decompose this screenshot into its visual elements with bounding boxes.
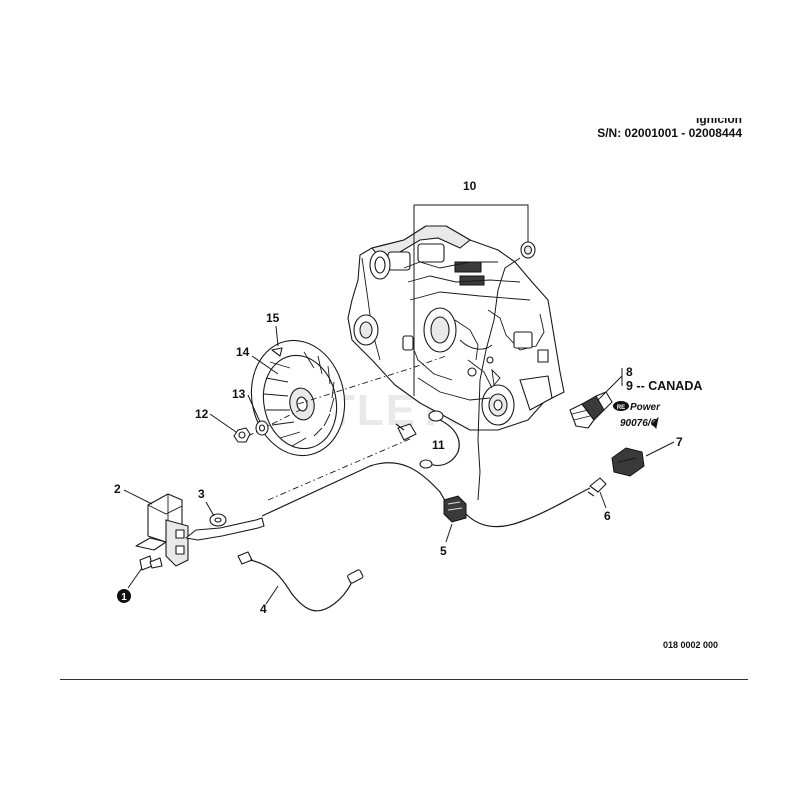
spark-plug-boot <box>611 447 645 477</box>
callout-1: 1 <box>121 592 127 603</box>
ground-wire <box>185 513 265 541</box>
callout-14: 14 <box>236 345 250 359</box>
short-circuit-wire <box>395 410 460 469</box>
page-title: Ignición <box>696 112 742 126</box>
brand-part-number: 90076/C <box>620 418 659 429</box>
brand-prefix: RE <box>617 405 625 411</box>
callout-1-marker <box>117 589 131 603</box>
callout-7: 7 <box>676 435 683 449</box>
callout-13: 13 <box>232 387 246 401</box>
serial-number-range: S/N: 02001001 - 02008444 <box>597 126 742 140</box>
callout-10: 10 <box>463 179 477 193</box>
stop-switch <box>443 495 467 523</box>
callout-4: 4 <box>260 602 267 616</box>
switch-wire <box>261 462 449 517</box>
callout-10-leader <box>414 204 529 243</box>
spring-clip <box>587 477 607 497</box>
ignition-wire <box>237 551 364 612</box>
screw <box>139 555 163 571</box>
callout-15: 15 <box>266 311 280 325</box>
callout-5: 5 <box>440 544 447 558</box>
flywheel <box>250 339 346 457</box>
footer-divider <box>60 679 748 680</box>
spark-plug <box>569 391 613 429</box>
callout-3: 3 <box>198 487 205 501</box>
repower-brand-logo: RE Power <box>613 401 661 413</box>
washer <box>255 420 269 436</box>
callout-8: 8 <box>626 365 633 379</box>
woodruff-key <box>271 347 283 357</box>
crankcase-assembly <box>347 225 565 431</box>
nut <box>233 427 251 443</box>
stop-wire <box>465 487 591 528</box>
callout-11: 11 <box>432 438 445 452</box>
brand-name: Power <box>630 402 661 413</box>
callout-2: 2 <box>114 482 121 496</box>
callout-9: 9 -- CANADA <box>626 379 702 393</box>
callout-6: 6 <box>604 509 611 523</box>
diagram-reference-code: 018 0002 000 <box>663 640 718 650</box>
callout-12: 12 <box>195 407 209 421</box>
ignition-module <box>135 493 189 567</box>
